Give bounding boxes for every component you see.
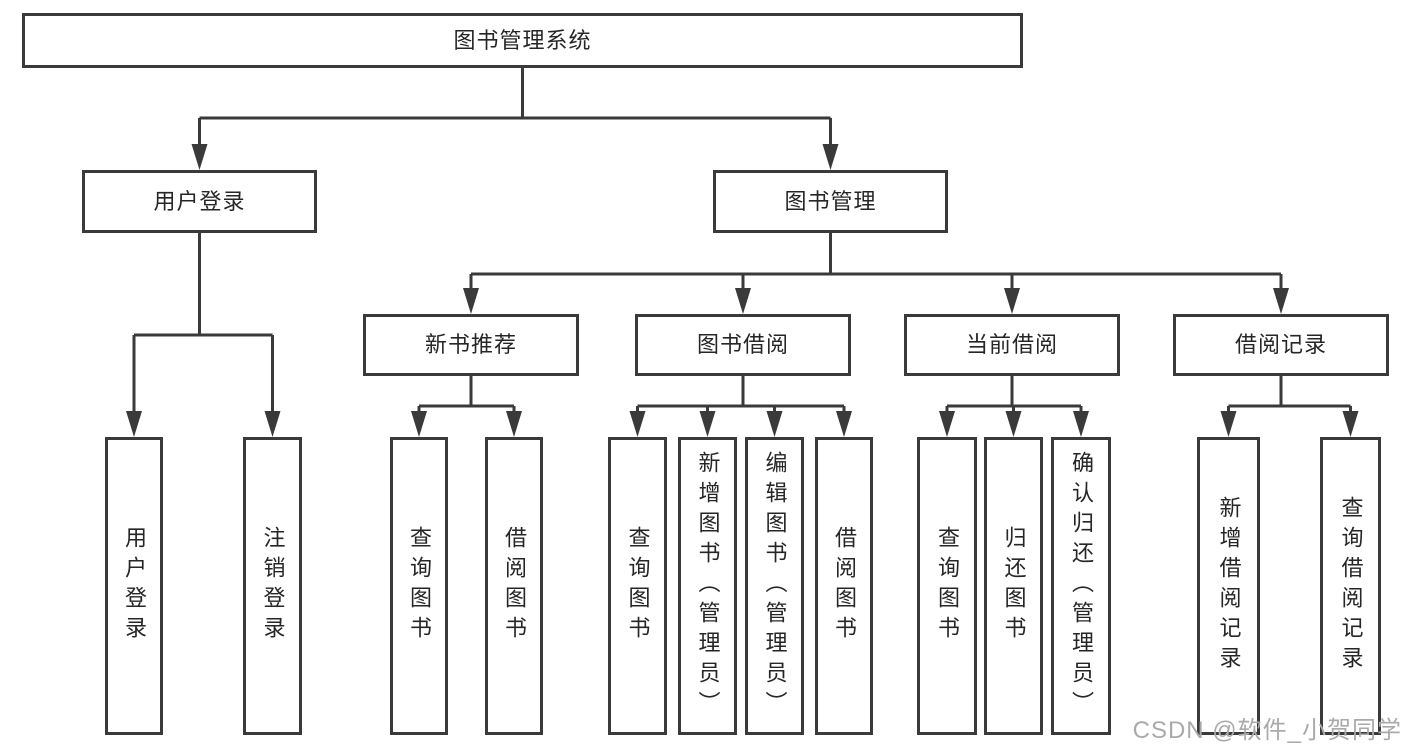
leaf-query-borrow-record: 查询借阅记录: [1320, 437, 1381, 735]
node-book-management: 图书管理: [713, 170, 948, 233]
node-library-management-system: 图书管理系统: [22, 13, 1023, 68]
node-user-login: 用户登录: [82, 170, 317, 233]
leaf-add-book-admin: 新增图书（管理员）: [678, 437, 737, 735]
node-borrowing-records: 借阅记录: [1173, 314, 1389, 376]
leaf-user-login: 用户登录: [105, 437, 163, 735]
node-new-book-recommendation: 新书推荐: [363, 314, 579, 376]
leaf-query-books-recommend: 查询图书: [390, 437, 448, 735]
leaf-return-book: 归还图书: [984, 437, 1043, 735]
leaf-query-books-current: 查询图书: [917, 437, 977, 735]
node-current-borrowing: 当前借阅: [904, 314, 1120, 376]
node-book-borrowing: 图书借阅: [635, 314, 851, 376]
leaf-borrow-books: 借阅图书: [815, 437, 873, 735]
leaf-borrow-books-recommend: 借阅图书: [485, 437, 543, 735]
csdn-watermark: CSDN @软件_小贺同学: [1132, 717, 1402, 744]
leaf-confirm-return-admin: 确认归还（管理员）: [1051, 437, 1111, 735]
leaf-logout: 注销登录: [243, 437, 302, 735]
leaf-edit-book-admin: 编辑图书（管理员）: [745, 437, 804, 735]
leaf-query-books-borrow: 查询图书: [608, 437, 667, 735]
leaf-add-borrow-record: 新增借阅记录: [1197, 437, 1260, 735]
